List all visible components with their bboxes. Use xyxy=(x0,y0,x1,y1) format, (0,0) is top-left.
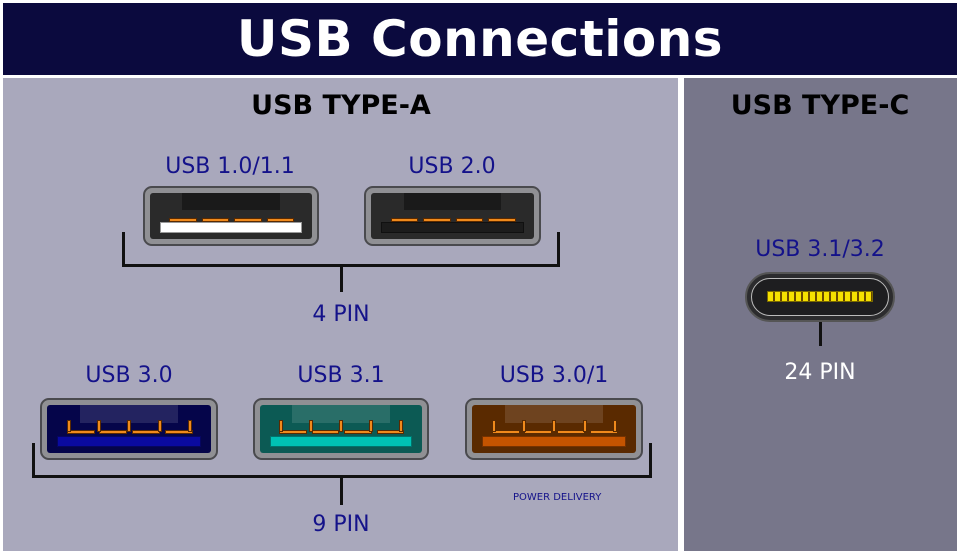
usb-3-0-1-port xyxy=(465,398,643,460)
port-cavity xyxy=(371,193,534,239)
bracket-4pin-stem xyxy=(340,264,343,292)
contact-pin xyxy=(376,429,405,434)
contact-pin xyxy=(127,420,132,433)
usb-3-1-port xyxy=(253,398,429,460)
twenty-four-pin-label: 24 PIN xyxy=(784,360,856,385)
bracket-4pin-left xyxy=(122,232,125,267)
contact-pin xyxy=(552,420,557,433)
page-title: USB Connections xyxy=(3,3,957,75)
contact-pin xyxy=(311,429,340,434)
bracket-4pin-right xyxy=(557,232,560,267)
contact-pin xyxy=(234,218,262,223)
nine-pin-label: 9 PIN xyxy=(312,512,370,537)
contact-pin xyxy=(488,218,517,223)
usb-1-port xyxy=(143,186,319,246)
port-label-usb-c: USB 3.1/3.2 xyxy=(755,237,885,262)
contact-pin xyxy=(97,420,102,433)
contact-pin xyxy=(309,420,314,433)
contact-pin xyxy=(491,429,520,434)
contact-pin xyxy=(613,420,618,433)
bracket-9pin-right xyxy=(649,443,652,478)
port-insert xyxy=(56,435,202,448)
port-label-usb-3-1: USB 3.1 xyxy=(297,363,385,388)
contact-pin xyxy=(390,218,419,223)
contact-pin xyxy=(455,218,484,223)
type-c-heading: USB TYPE-C xyxy=(730,90,910,121)
contact-pin xyxy=(344,429,372,434)
contact-pin xyxy=(188,420,193,433)
contact-pin xyxy=(590,429,618,434)
bracket-9pin-stem xyxy=(340,475,343,505)
contact-pin xyxy=(66,420,71,433)
contact-pin xyxy=(423,218,451,223)
usb-c-port xyxy=(745,272,895,322)
power-delivery-note: POWER DELIVERY xyxy=(513,492,602,503)
port-cavity xyxy=(260,405,422,453)
port-cavity xyxy=(472,405,636,453)
contact-pin xyxy=(582,420,587,433)
port-insert xyxy=(481,435,627,448)
usb-2-port xyxy=(364,186,541,246)
contact-pin xyxy=(165,429,193,434)
port-label-usb-3-0-1: USB 3.0/1 xyxy=(499,363,609,388)
contact-pin xyxy=(369,420,374,433)
port-insert xyxy=(269,435,413,448)
contact-pin xyxy=(524,429,553,434)
contact-pin xyxy=(279,420,284,433)
contact-pin xyxy=(132,429,161,434)
contact-pin xyxy=(66,429,95,434)
type-a-heading: USB TYPE-A xyxy=(251,90,431,121)
usb-c-stem xyxy=(819,322,822,346)
contact-pin xyxy=(157,420,162,433)
contact-pin xyxy=(522,420,527,433)
usb-3-0-port xyxy=(40,398,218,460)
port-insert xyxy=(380,222,525,234)
port-cavity xyxy=(150,193,312,239)
contact-pin xyxy=(339,420,344,433)
contact-pin xyxy=(201,218,230,223)
contact-pin xyxy=(169,218,197,223)
bracket-9pin-left xyxy=(32,443,35,478)
four-pin-label: 4 PIN xyxy=(312,302,370,327)
usb-c-pins xyxy=(767,291,873,302)
contact-pin xyxy=(279,429,307,434)
contact-pin xyxy=(266,218,295,223)
port-cavity xyxy=(47,405,211,453)
port-label-usb-2: USB 2.0 xyxy=(408,154,496,179)
port-insert xyxy=(159,222,303,234)
contact-pin xyxy=(491,420,496,433)
type-a-panel xyxy=(3,78,678,551)
contact-pin xyxy=(557,429,586,434)
contact-pin xyxy=(99,429,128,434)
port-label-usb-3-0: USB 3.0 xyxy=(85,363,173,388)
port-label-usb-1: USB 1.0/1.1 xyxy=(165,154,295,179)
contact-pin xyxy=(399,420,404,433)
